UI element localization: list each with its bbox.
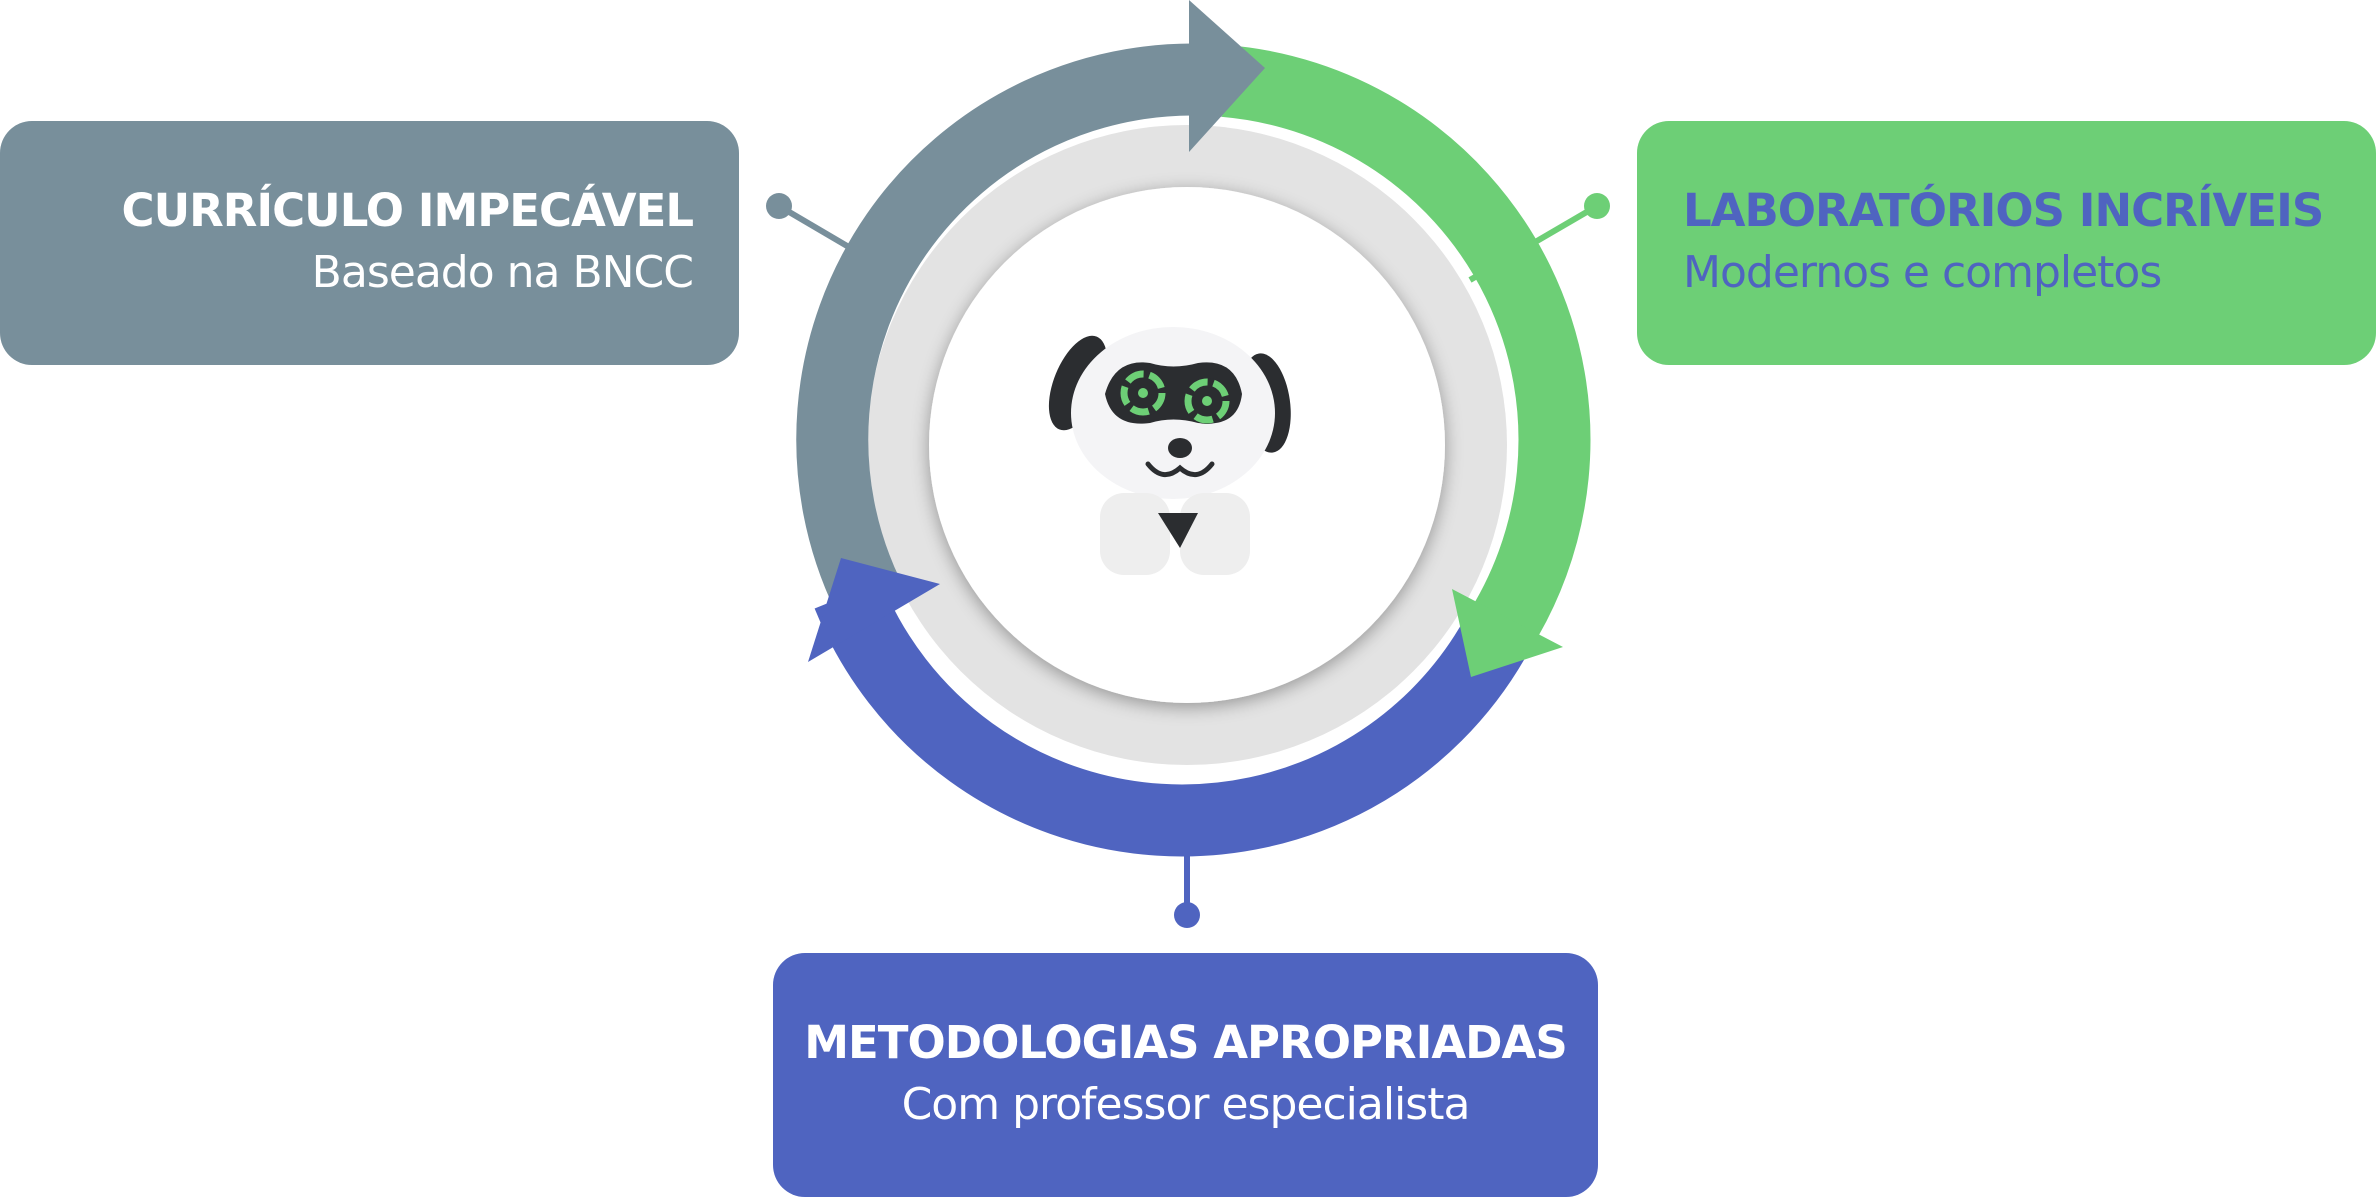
robot-dog-mascot-icon (1048, 327, 1291, 575)
card-metodologias: METODOLOGIAS APROPRIADAS Com professor e… (773, 953, 1598, 1197)
connector-metodologias (1174, 845, 1200, 928)
card-laboratorios: LABORATÓRIOS INCRÍVEIS Modernos e comple… (1637, 121, 2376, 365)
connector-dot-curriculo (766, 193, 792, 219)
arc-laboratorios (1221, 45, 1591, 657)
arrowhead-gray (1189, 0, 1265, 152)
connector-dot-laboratorios (1584, 193, 1610, 219)
card-metodologias-title: METODOLOGIAS APROPRIADAS (804, 1016, 1567, 1070)
card-curriculo-title: CURRÍCULO IMPECÁVEL (121, 184, 694, 238)
arc-metodologias (814, 581, 1528, 857)
card-curriculo-subtitle: Baseado na BNCC (311, 247, 694, 299)
arc-curriculo (796, 43, 1229, 612)
arrowhead-blue (808, 558, 940, 662)
connector-dot-metodologias (1174, 902, 1200, 928)
arrowhead-green (1452, 589, 1563, 677)
card-laboratorios-title: LABORATÓRIOS INCRÍVEIS (1683, 184, 2324, 238)
card-curriculo: CURRÍCULO IMPECÁVEL Baseado na BNCC (0, 121, 739, 365)
card-laboratorios-subtitle: Modernos e completos (1683, 247, 2162, 299)
card-metodologias-subtitle: Com professor especialista (901, 1079, 1471, 1131)
